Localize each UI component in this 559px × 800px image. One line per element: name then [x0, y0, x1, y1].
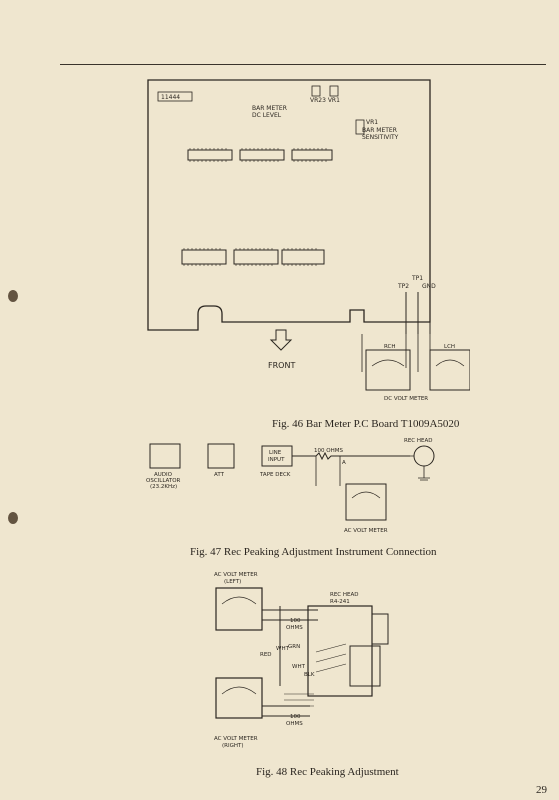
ohms-bottom-label-2: OHMS: [286, 721, 303, 727]
top-rule: [60, 64, 546, 65]
vr1-trimmer: [355, 119, 365, 135]
bar-meter-label: BAR METER: [252, 105, 287, 112]
audio-oscillator-box: [149, 443, 181, 469]
head-assembly: [307, 605, 373, 697]
page-number: 29: [536, 784, 547, 796]
punch-hole-bottom: [8, 512, 18, 524]
tp1-label: TP1: [411, 275, 423, 282]
board-id: 11444: [161, 94, 180, 101]
wht-wire-label: WHT: [276, 646, 290, 652]
sensitivity-label-2: SENSITIVITY: [362, 134, 399, 141]
ac-volt-meter-left-label-1: AC VOLT METER: [214, 572, 258, 578]
line-input-box: [261, 445, 293, 467]
front-label: FRONT: [268, 361, 295, 370]
tape-deck-label: TAPE DECK: [259, 472, 291, 478]
ohms-top-label-1: 100: [290, 618, 301, 624]
rec-head-label-2: R4-241: [330, 599, 350, 605]
att-label: ATT: [214, 472, 225, 478]
vr1-label: VR1: [366, 119, 378, 126]
ac-volt-meter-label: AC VOLT METER: [344, 528, 388, 534]
punch-hole-top: [8, 290, 18, 302]
fig47-caption: Fig. 47 Rec Peaking Adjustment Instrumen…: [190, 546, 437, 558]
meter-right-label: LCH: [444, 344, 455, 350]
rec-head-label: REC HEAD: [404, 438, 433, 444]
red-wire-label: RED: [260, 652, 272, 658]
fig48-caption: Fig. 48 Rec Peaking Adjustment: [256, 766, 399, 778]
ohms-top-label-2: OHMS: [286, 625, 303, 631]
sensitivity-label-1: BAR METER: [362, 127, 397, 134]
line-input-label-1: LINE: [269, 450, 282, 456]
front-arrow: [269, 329, 293, 351]
ic-row-bottom: [181, 248, 325, 266]
dc-volt-meter-label: DC VOLT METER: [384, 396, 428, 402]
ac-volt-meter-right-label-2: (RIGHT): [222, 743, 244, 749]
blk-wire-label: BLK: [304, 672, 315, 678]
board-id-box: [157, 91, 193, 102]
vr-labels: VR23 VR1: [310, 97, 340, 104]
ac-volt-meter-left-label-2: (LEFT): [224, 579, 241, 585]
gnd-label: GND: [422, 283, 436, 290]
dc-meter-left: [365, 349, 411, 391]
ac-volt-meter-box: [345, 483, 387, 521]
att-box: [207, 443, 235, 469]
rec-head-symbol: [413, 445, 435, 467]
ohms-label: 100 OHMS: [314, 448, 343, 454]
audio-oscillator-label-1: AUDIO: [154, 472, 173, 478]
rec-head-label-1: REC HEAD: [330, 592, 359, 598]
fig46-caption: Fig. 46 Bar Meter P.C Board T1009A5020: [272, 418, 460, 430]
dc-level-label: DC LEVEL: [252, 112, 282, 119]
ac-volt-meter-right-label-1: AC VOLT METER: [214, 736, 258, 742]
audio-oscillator-label-3: (23.2KHz): [150, 484, 177, 490]
fig47-diagram: AUDIO OSCILLATOR (23.2KHz) ATT LINE INPU…: [146, 438, 435, 534]
meter-left-label: RCH: [384, 344, 396, 350]
ic-row-top: [187, 148, 333, 162]
grn-wire-label: GRN: [288, 644, 300, 650]
wht2-wire-label: WHT: [292, 664, 306, 670]
point-a-label: A: [342, 460, 346, 466]
fig46-diagram: 11444 BAR METER DC LEVEL VR23 VR1 VR1 BA…: [147, 79, 470, 402]
line-input-label-2: INPUT: [268, 457, 285, 463]
audio-oscillator-label-2: OSCILLATOR: [146, 478, 181, 484]
ac-meter-left: [215, 587, 263, 631]
ac-meter-right: [215, 677, 263, 719]
fig48-diagram: AC VOLT METER (LEFT) REC HEAD R4-241 100…: [214, 572, 389, 749]
tp2-label: TP2: [397, 283, 409, 290]
ohms-bottom-label-1: 100: [290, 714, 301, 720]
dc-meter-right: [429, 349, 470, 391]
